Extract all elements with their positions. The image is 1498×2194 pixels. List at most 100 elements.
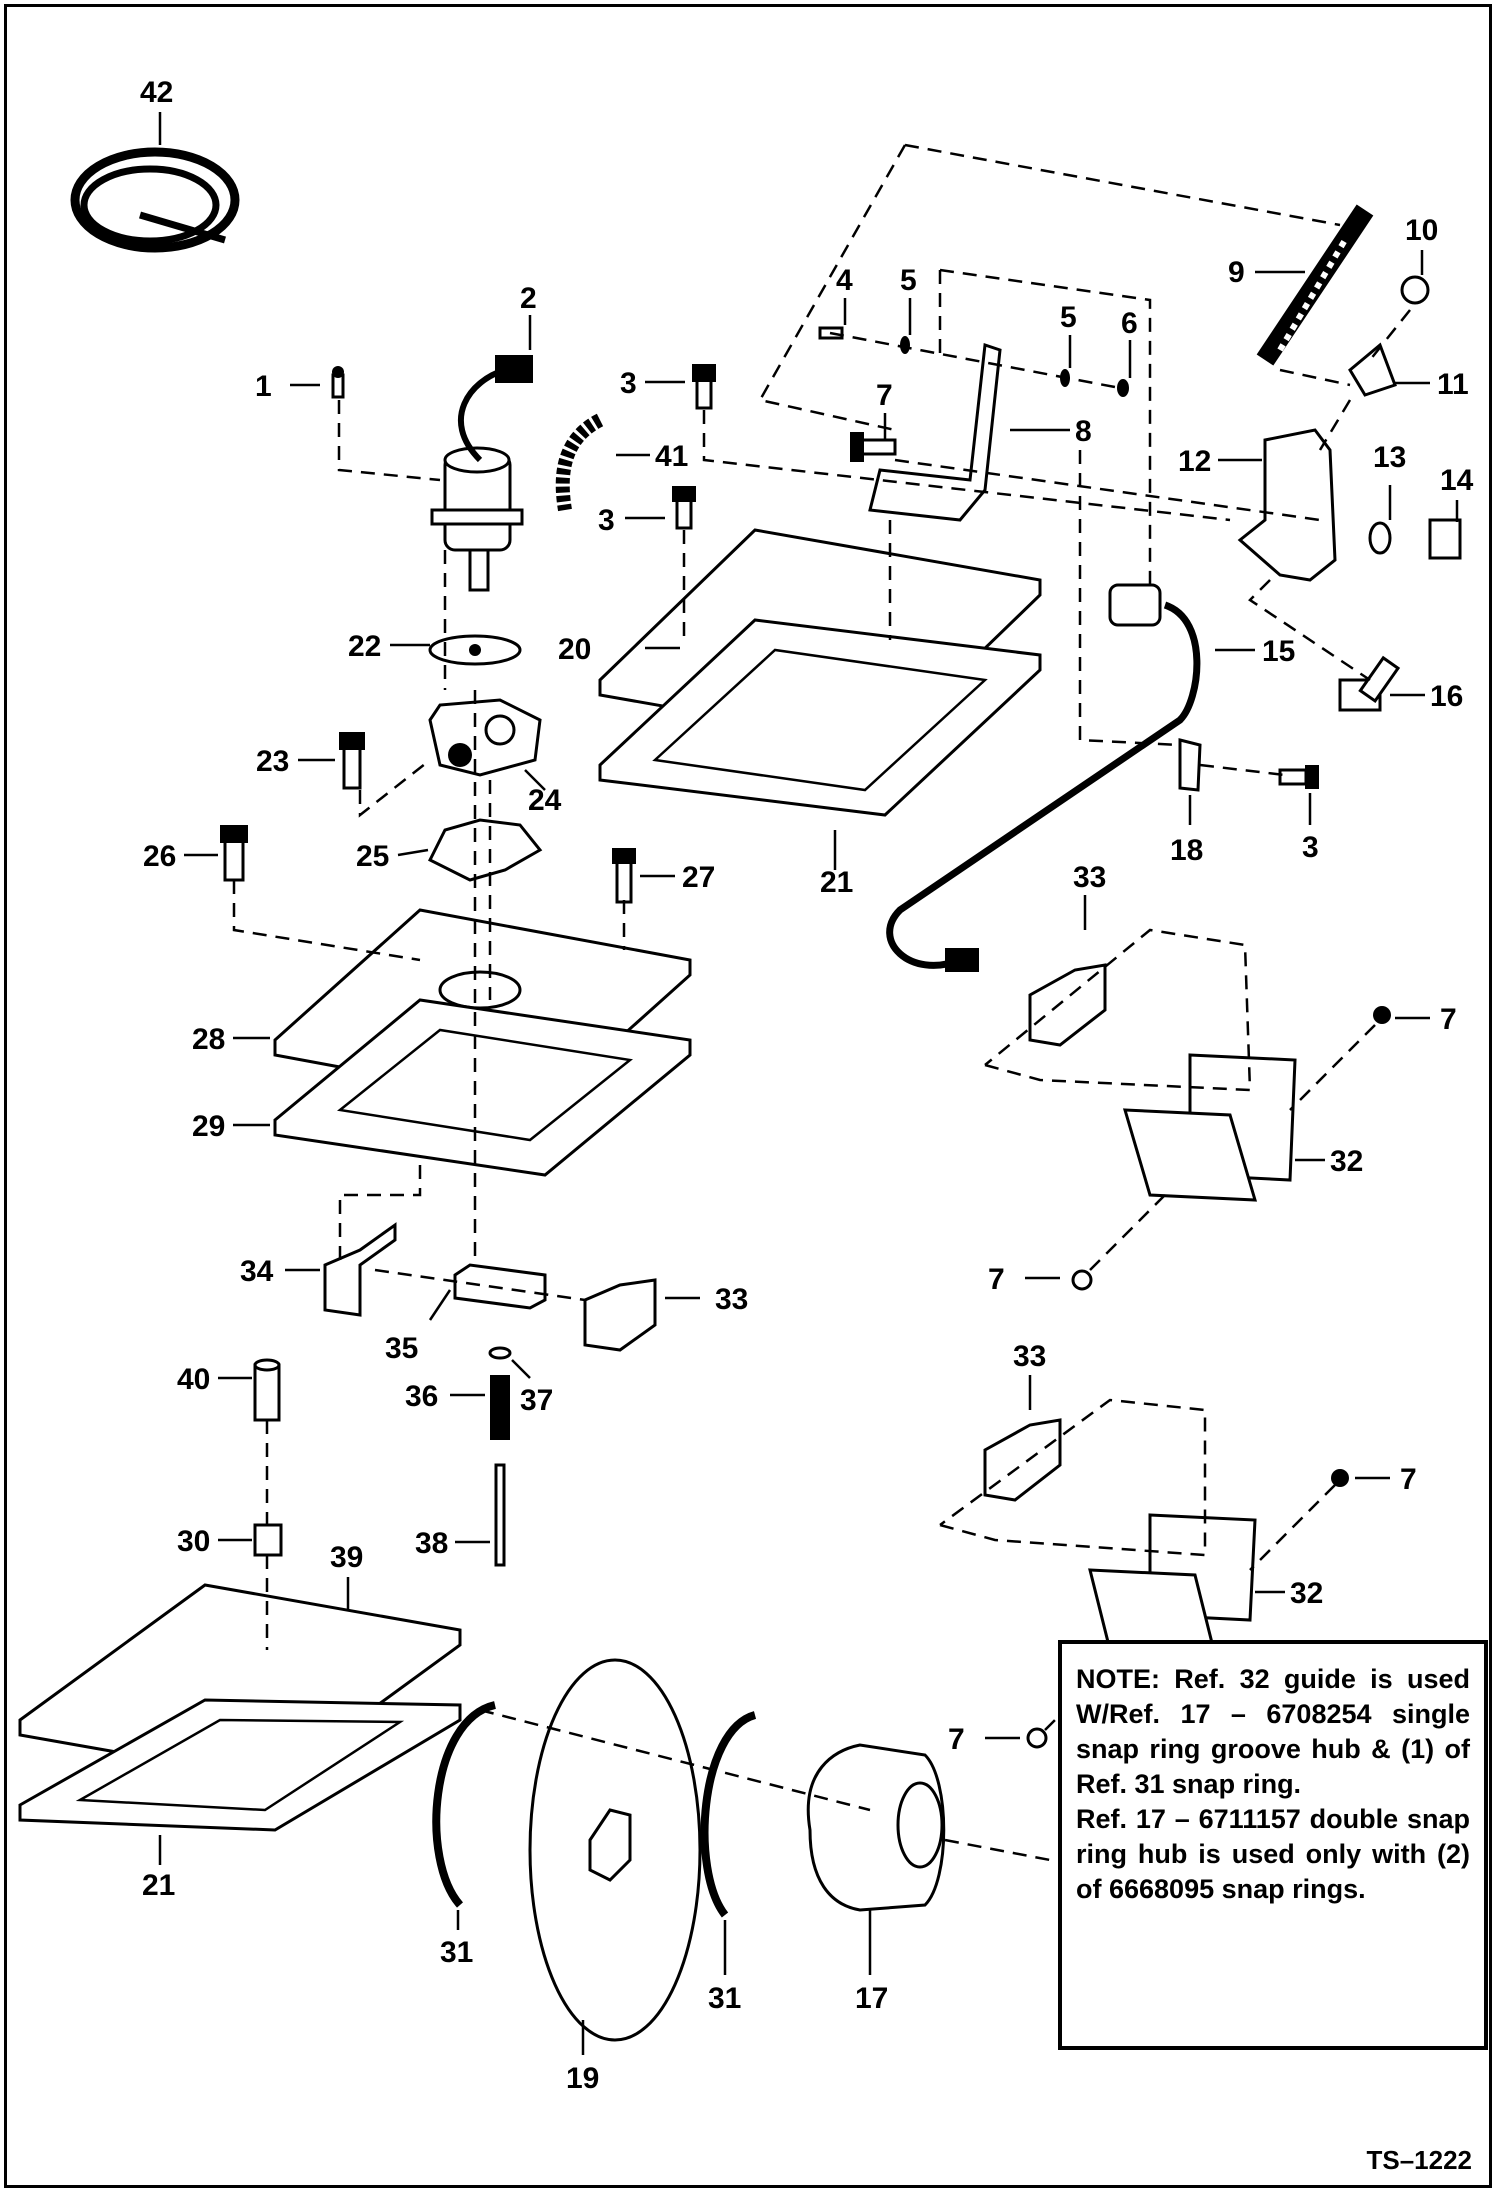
part-40-pin [253,1358,281,1422]
part-13-washer [1368,521,1392,555]
callout-33c: 33 [1013,1340,1046,1373]
part-30-bushing [253,1523,283,1557]
part-39-plate [18,1583,462,1782]
part-24-bracket [428,698,542,777]
callout-28: 28 [192,1023,225,1056]
callout-19: 19 [566,2062,599,2095]
note-box: NOTE: Ref. 32 guide is used W/Ref. 17 – … [1058,1640,1488,2050]
leader-lines [158,112,1459,2055]
callout-31a: 31 [440,1936,473,1969]
callout-24: 24 [528,784,562,817]
callout-16: 16 [1430,680,1463,713]
callout-15: 15 [1262,635,1295,668]
callout-3a: 3 [620,367,637,400]
callout-20: 20 [558,633,591,666]
callout-1: 1 [255,370,272,403]
callout-37: 37 [520,1384,553,1417]
callout-39: 39 [330,1541,363,1574]
part-16-bolt [1338,655,1401,712]
part-2-solenoid [430,355,533,592]
callout-27: 27 [682,861,715,894]
callout-31b: 31 [708,1982,741,2015]
part-1-screw [331,366,345,399]
part-7-bolt [850,432,897,462]
callout-2: 2 [520,282,537,315]
callout-33b: 33 [1073,861,1106,894]
part-37-washer [488,1346,512,1360]
callout-6: 6 [1121,307,1138,340]
part-7-nut-a [1373,1006,1391,1024]
callout-41: 41 [655,440,688,473]
part-29-gasket-plate [273,998,692,1177]
part-3-bolt-upper [692,364,716,410]
callout-4: 4 [836,264,853,297]
part-12-lever [1237,428,1337,582]
part-23-bolt [339,732,365,790]
part-38-pin [494,1463,506,1567]
callout-36: 36 [405,1380,438,1413]
part-33-switch-low [983,1418,1062,1502]
part-31-snap-ring-left [432,1701,497,1908]
part-27-bolt [612,848,636,904]
callout-17: 17 [855,1982,888,2015]
callout-30: 30 [177,1525,210,1558]
callout-22: 22 [348,630,381,663]
part-21-gasket-upper [598,618,1042,817]
callout-13: 13 [1373,441,1406,474]
part-7-nut-c [1331,1469,1349,1487]
callout-33a: 33 [715,1283,748,1316]
part-26-bolt [220,825,248,882]
callout-5b: 5 [1060,301,1077,334]
callout-42: 42 [140,76,173,109]
part-17-hub [806,1743,946,1912]
part-7-nut-d [1026,1727,1048,1749]
callout-8: 8 [1075,415,1092,448]
callout-21b: 21 [142,1869,175,1902]
part-36-spring [490,1375,510,1440]
callout-3c: 3 [1302,831,1319,864]
callout-11: 11 [1437,368,1469,401]
callout-5a: 5 [900,264,917,297]
part-14-nut [1428,518,1462,560]
callout-40: 40 [177,1363,210,1396]
part-21-gasket-lower [18,1698,462,1832]
part-15-switch-cable [886,583,1201,972]
part-9-spring-rod [1256,204,1374,366]
callout-7d: 7 [1400,1463,1417,1496]
part-10-nut [1400,275,1430,305]
callout-29: 29 [192,1110,225,1143]
callout-12: 12 [1178,445,1211,478]
part-18-clip [1178,738,1202,792]
part-6-nut [1117,379,1129,397]
callout-26: 26 [143,840,176,873]
callout-32b: 32 [1290,1577,1323,1610]
part-41-spring [555,413,604,512]
callout-7b: 7 [1440,1003,1457,1036]
part-42-cable-coil [70,147,240,253]
part-11-bracket [1348,342,1397,397]
callout-14: 14 [1440,464,1474,497]
callout-7e: 7 [948,1723,965,1756]
callout-3b: 3 [598,504,615,537]
part-3-bolt-clip [1278,765,1319,789]
part-25-gasket [427,818,543,882]
callout-18: 18 [1170,834,1203,867]
callout-25: 25 [356,840,389,873]
part-3-bolt-mid [672,486,696,530]
part-22-gasket [428,634,522,666]
callout-10: 10 [1405,214,1438,247]
callout-23: 23 [256,745,289,778]
part-33-switch [583,1278,657,1352]
part-32-guide-front [1122,1108,1258,1202]
note-heading: NOTE: [1076,1664,1160,1694]
callout-38: 38 [415,1527,448,1560]
callout-32a: 32 [1330,1145,1363,1178]
callout-9: 9 [1228,256,1245,289]
part-31-snap-ring-right [700,1711,757,1918]
part-33-switch-mid [1028,963,1107,1047]
callout-21a: 21 [820,866,853,899]
drawing-frame [4,4,1492,2188]
note-text-1: Ref. 32 guide is used W/Ref. 17 – 670825… [1076,1664,1470,1799]
part-35-actuator [453,1263,547,1310]
